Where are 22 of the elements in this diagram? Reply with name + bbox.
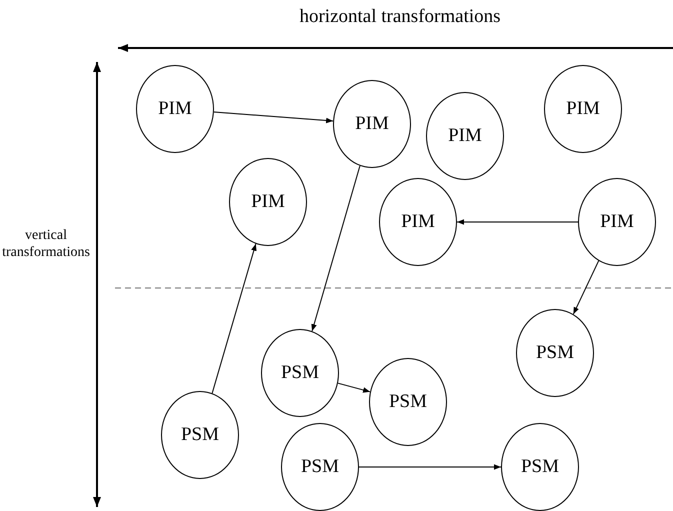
arrow xyxy=(358,464,502,470)
node-label: PIM xyxy=(566,98,600,120)
arrow xyxy=(213,111,334,124)
node-label: PSM xyxy=(300,456,340,478)
node-label: PSM xyxy=(180,424,220,446)
node-label: PIM xyxy=(158,98,192,120)
arrow xyxy=(337,382,371,393)
axis-label: vertical transformations xyxy=(1,228,91,262)
node-label: PSM xyxy=(536,342,574,364)
arrow xyxy=(572,260,600,315)
node-label: PSM xyxy=(280,362,320,384)
node-label: PIM xyxy=(600,211,634,233)
node-label: PIM xyxy=(401,211,435,233)
arrow xyxy=(311,165,360,332)
node-label: PSM xyxy=(388,391,428,413)
node-label: PSM xyxy=(520,456,560,478)
node-label: PIM xyxy=(251,191,285,213)
arrow xyxy=(212,243,257,394)
arrow xyxy=(456,219,578,225)
axis-label: horizontal transformations xyxy=(298,6,502,29)
node-label: PIM xyxy=(448,125,482,147)
node-label: PIM xyxy=(355,113,389,135)
